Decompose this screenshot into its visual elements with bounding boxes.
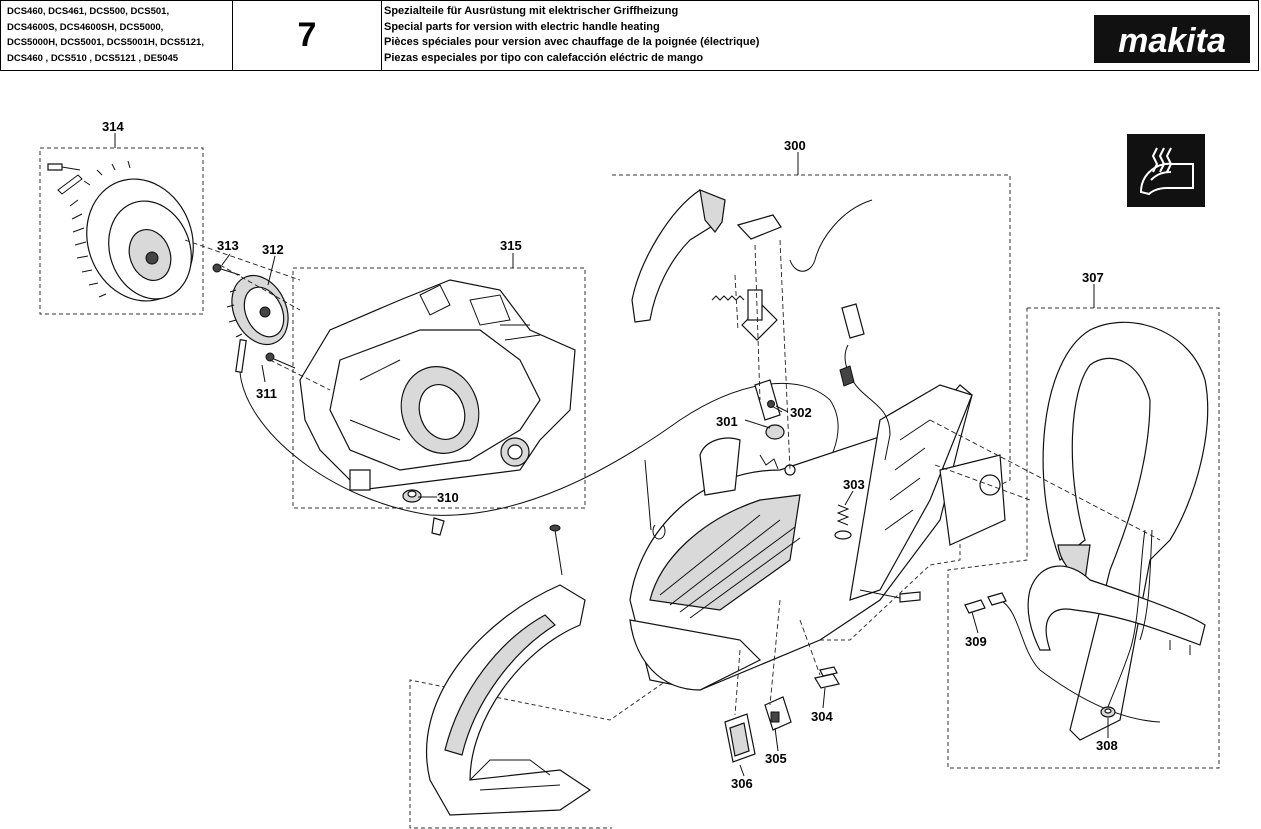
cable-connector bbox=[431, 517, 445, 536]
part-label-311: 311 bbox=[256, 386, 277, 401]
front-handle-307 bbox=[1027, 321, 1209, 741]
group-frame-300 bbox=[409, 174, 1011, 829]
parts-list-header: DCS460, DCS461, DCS500, DCS501, DCS4600S… bbox=[0, 0, 1259, 71]
assembly-line bbox=[734, 599, 821, 716]
rear-handle-housing-300 bbox=[629, 384, 1006, 691]
leader-303 bbox=[844, 490, 854, 506]
switch-bracket-301 bbox=[754, 379, 785, 440]
leader-309 bbox=[971, 611, 979, 634]
part-label-302: 302 bbox=[790, 405, 812, 420]
part-label-312: 312 bbox=[262, 242, 284, 257]
part-label-313: 313 bbox=[217, 238, 239, 253]
svg-text:makita: makita bbox=[1118, 22, 1226, 60]
screw-313 bbox=[212, 263, 241, 276]
assembly-line bbox=[929, 419, 1161, 541]
part-label-305: 305 bbox=[765, 751, 787, 766]
part-label-304: 304 bbox=[811, 709, 833, 724]
description-es: Piezas especiales por tipo con calefacci… bbox=[384, 51, 704, 64]
leader-306 bbox=[739, 764, 745, 777]
part-label-309: 309 bbox=[965, 634, 987, 649]
part-label-303: 303 bbox=[843, 477, 865, 492]
heated-handle-icon bbox=[1127, 134, 1205, 207]
description-fr: Pièces spéciales pour version avec chauf… bbox=[384, 36, 760, 48]
spring bbox=[644, 295, 745, 540]
handle-wires bbox=[999, 529, 1161, 723]
connector-309 bbox=[964, 592, 1007, 614]
model-line: DCS460, DCS461, DCS500, DCS501, bbox=[7, 6, 170, 17]
nut-308 bbox=[1100, 706, 1116, 718]
throttle-trigger bbox=[631, 189, 726, 323]
switch-305 bbox=[764, 696, 792, 731]
makita-logo: makita bbox=[1091, 9, 1253, 65]
model-list: DCS460, DCS461, DCS500, DCS501, DCS4600S… bbox=[1, 1, 233, 70]
description-en: Special parts for version with electric … bbox=[384, 20, 660, 33]
throttle-lock-lever bbox=[736, 214, 782, 341]
assembly-line bbox=[184, 239, 331, 391]
leader-312 bbox=[267, 255, 276, 286]
description-block: Spezialteile für Ausrüstung mit elektris… bbox=[382, 1, 1082, 70]
switch-button-306 bbox=[724, 713, 756, 763]
description-de: Spezialteile für Ausrüstung mit elektris… bbox=[384, 5, 679, 17]
model-line: DCS4600S, DCS4600SH, DCS5000, bbox=[7, 21, 164, 33]
leader-311 bbox=[261, 364, 266, 383]
crankcase-315 bbox=[299, 279, 576, 491]
part-label-306: 306 bbox=[731, 776, 753, 791]
guard-screw bbox=[549, 524, 563, 576]
page-number: 7 bbox=[233, 1, 382, 70]
leader-302 bbox=[775, 405, 789, 413]
grommet-310 bbox=[402, 489, 422, 503]
assembly-line bbox=[734, 239, 791, 471]
leader-305 bbox=[774, 727, 779, 752]
micro-switch bbox=[699, 437, 796, 496]
part-label-301: 301 bbox=[716, 414, 738, 429]
thermostat-wire bbox=[789, 199, 891, 461]
group-frame-315 bbox=[292, 267, 586, 509]
flywheel-314 bbox=[47, 160, 194, 302]
part-label-310: 310 bbox=[437, 490, 459, 505]
part-label-314: 314 bbox=[102, 119, 124, 134]
model-line: DCS460 , DCS510 , DCS5121 , DE5045 bbox=[7, 52, 179, 64]
part-label-300: 300 bbox=[784, 138, 806, 153]
part-label-308: 308 bbox=[1096, 738, 1118, 753]
front-hand-guard bbox=[425, 584, 592, 816]
switch-cover-304 bbox=[814, 666, 840, 689]
screw-311 bbox=[235, 339, 296, 373]
part-label-315: 315 bbox=[500, 238, 522, 253]
part-label-307: 307 bbox=[1082, 270, 1104, 285]
leader-301 bbox=[744, 419, 771, 429]
leader-313 bbox=[221, 253, 231, 266]
clutch-312 bbox=[226, 274, 289, 346]
heating-cable bbox=[239, 371, 839, 516]
model-line: DCS5000H, DCS5001, DCS5001H, DCS5121, bbox=[7, 37, 204, 48]
screw-302 bbox=[767, 400, 783, 413]
leader-304 bbox=[822, 687, 826, 709]
group-frame-307 bbox=[947, 307, 1220, 769]
spring-303 bbox=[834, 504, 921, 603]
group-frame-314 bbox=[39, 147, 204, 315]
